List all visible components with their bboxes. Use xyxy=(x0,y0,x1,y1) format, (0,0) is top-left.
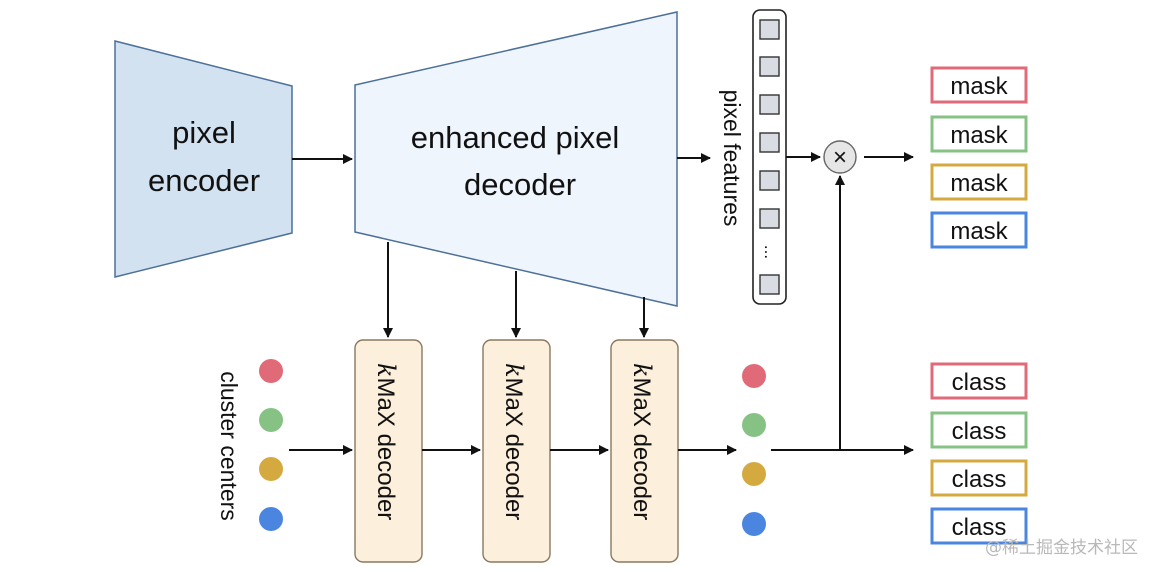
mask-box xyxy=(930,115,1028,153)
mask-label: mask xyxy=(950,73,1008,100)
pixel-features-column: ... xyxy=(752,9,787,305)
class-box xyxy=(930,362,1028,400)
kmax-decoder-3-label: kMaX decoder xyxy=(628,363,656,520)
mask-label: mask xyxy=(950,218,1008,245)
multiply-node: × xyxy=(823,140,857,174)
pixel-decoder-label-line2: decoder xyxy=(464,167,576,202)
pixel-encoder-label-line1: pixel xyxy=(172,115,236,150)
output-dot-red xyxy=(742,364,766,388)
feature-cell xyxy=(759,132,780,153)
watermark: @稀土掘金技术社区 xyxy=(985,538,1138,558)
cluster-dot-red xyxy=(259,359,283,383)
kmax-decoder-1: kMaX decoder xyxy=(354,339,423,563)
kmax-decoder-1-label: kMaX decoder xyxy=(372,363,400,520)
cluster-dot-gold xyxy=(259,457,283,481)
kmax-decoder-2-label: kMaX decoder xyxy=(500,363,528,520)
multiply-icon: × xyxy=(833,144,847,171)
feature-cell xyxy=(759,274,780,295)
class-label: class xyxy=(952,466,1007,493)
feature-cell xyxy=(759,19,780,40)
feature-cell xyxy=(759,208,780,229)
mask-outputs: mask mask mask mask xyxy=(930,66,1028,249)
output-dot-green xyxy=(742,413,766,437)
class-box xyxy=(930,411,1028,449)
output-dot-blue xyxy=(742,512,766,536)
mask-label: mask xyxy=(950,122,1008,149)
cluster-center-dots xyxy=(259,359,283,531)
kmax-decoder-2: kMaX decoder xyxy=(482,339,551,563)
cluster-dot-blue xyxy=(259,507,283,531)
feature-cell xyxy=(759,170,780,191)
enhanced-pixel-decoder-block: enhanced pixel decoder xyxy=(354,11,678,307)
output-dot-gold xyxy=(742,462,766,486)
class-box xyxy=(930,459,1028,497)
feature-cell xyxy=(759,56,780,77)
class-label: class xyxy=(952,418,1007,445)
cluster-dot-green xyxy=(259,408,283,432)
class-label: class xyxy=(952,369,1007,396)
pixel-decoder-label-line1: enhanced pixel xyxy=(411,120,620,155)
pixel-features-label: pixel features xyxy=(719,90,745,227)
cluster-centers-label: cluster centers xyxy=(216,371,242,521)
class-box xyxy=(930,507,1028,545)
mask-label: mask xyxy=(950,170,1008,197)
pixel-encoder-block: pixel encoder xyxy=(114,40,293,278)
kmax-decoder-3: kMaX decoder xyxy=(610,339,679,563)
mask-box xyxy=(930,211,1028,249)
feature-ellipsis: ... xyxy=(761,245,780,259)
class-label: class xyxy=(952,514,1007,541)
mask-box xyxy=(930,163,1028,201)
pixel-encoder-label-line2: encoder xyxy=(148,163,260,198)
class-outputs: class class class class xyxy=(930,362,1028,545)
mask-box xyxy=(930,66,1028,104)
feature-cell xyxy=(759,94,780,115)
output-cluster-dots xyxy=(742,364,766,536)
